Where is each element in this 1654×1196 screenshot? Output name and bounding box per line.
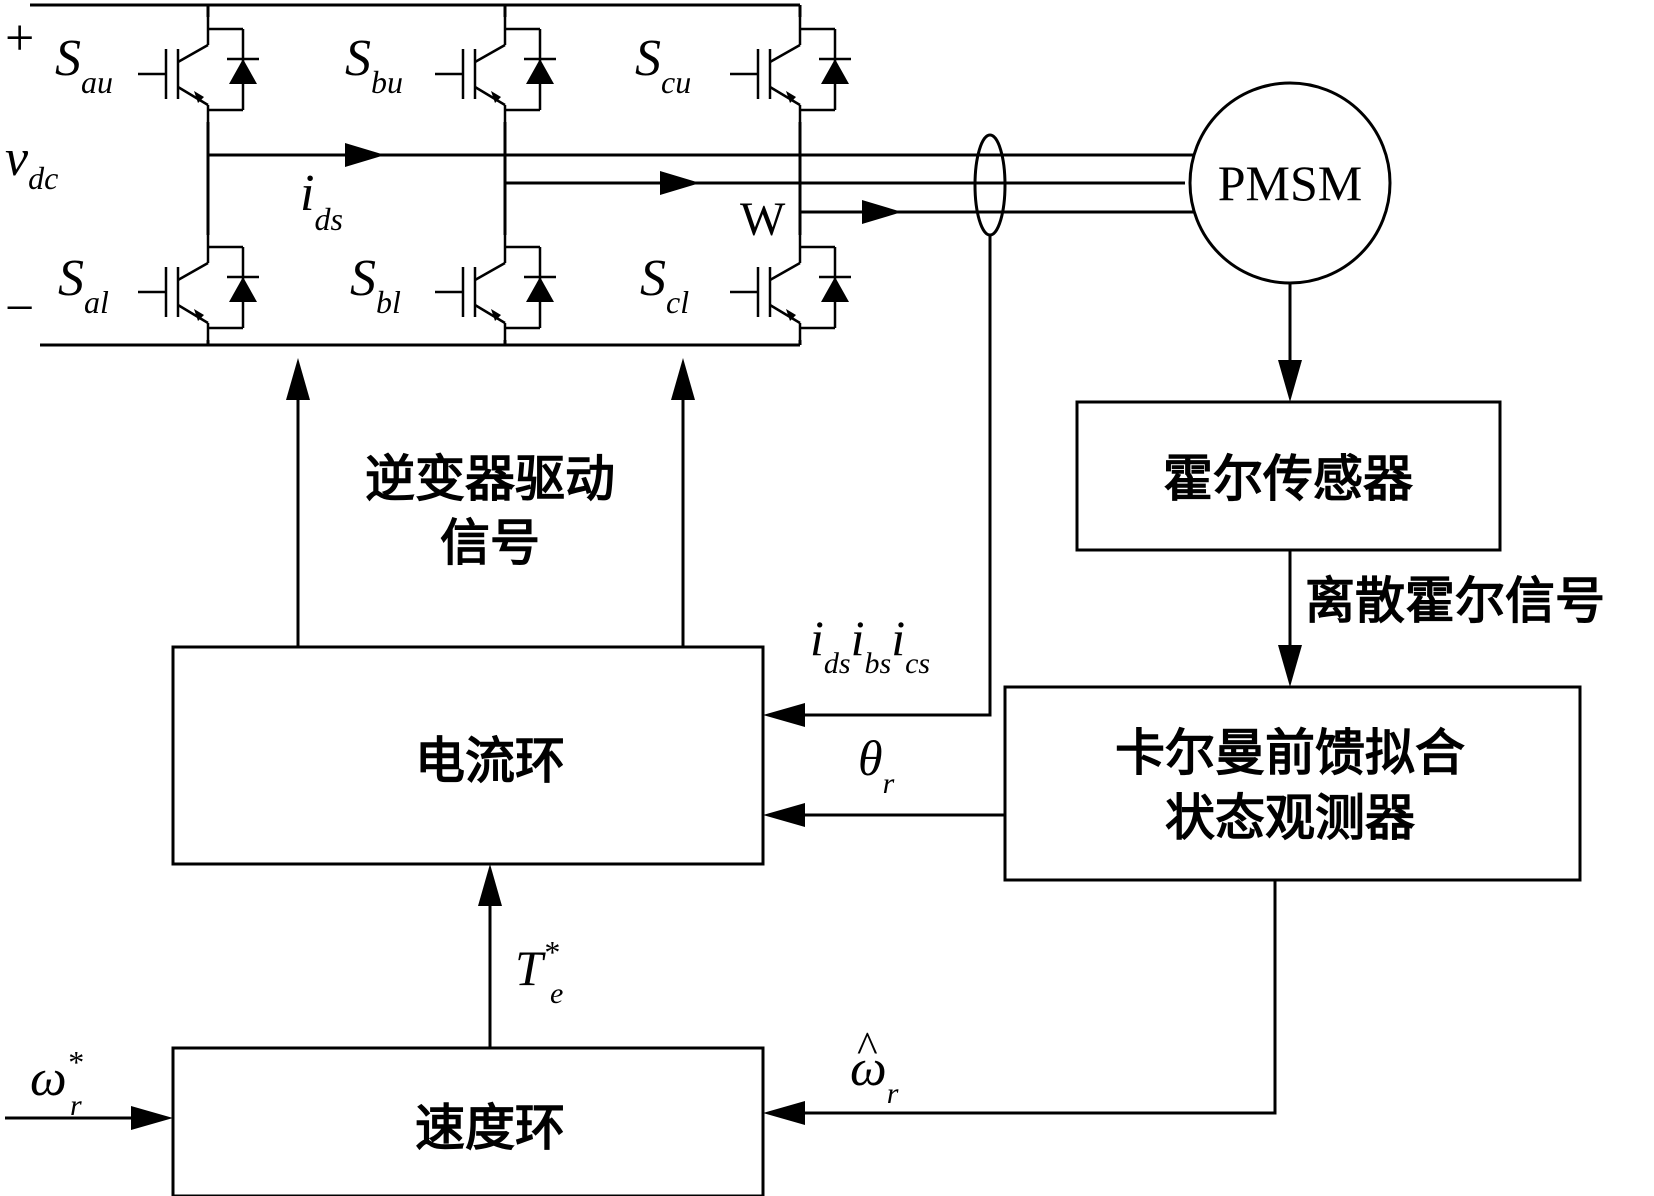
drive-signal-label-line1: 逆变器驱动 [365,450,615,508]
switch-cl [728,233,853,342]
switch-bl-label: Sbl [350,250,401,320]
phase-b-arrow [660,171,700,195]
switch-cu [728,15,853,124]
phase-w-label: W [740,193,786,246]
phase-a-arrow [345,143,385,167]
switch-al [136,233,261,342]
inverter: + − vdc Sau Sbu Scu Sal Sbl Scl ids W [5,3,1195,347]
switch-bu-label: Sbu [345,30,403,100]
drive-arrow-right [671,358,695,400]
speed-ref-label: ω*r [30,1044,83,1122]
speed-estimate-hat: ^ [857,1023,878,1072]
current-feedback-label: idsibsics [810,610,930,680]
theta-label: θr [858,730,895,800]
hall-sensor-label: 霍尔传感器 [1163,450,1414,508]
dc-minus-label: − [5,280,34,337]
drive-arrow-left [286,358,310,400]
observer-label-line1: 卡尔曼前馈拟合 [1115,724,1465,782]
dc-plus-label: + [5,10,34,67]
switch-bl [433,233,558,342]
pmsm-motor: PMSM [1188,81,1392,285]
vdc-label: vdc [5,130,58,196]
theta-arrow [763,803,805,827]
current-loop-label: 电流环 [415,732,565,790]
torque-ref-label: T*e [515,934,563,1010]
switch-cu-label: Scu [635,30,691,100]
switch-au-label: Sau [55,30,113,100]
phase-c-arrow [862,200,902,224]
motor-to-hall-arrow [1278,360,1302,402]
speed-loop-block: 速度环 [171,1046,765,1196]
hall-sensor-block: 霍尔传感器 [1075,400,1502,552]
switch-al-label: Sal [58,250,109,320]
speed-estimate-arrow [763,1101,805,1125]
current-loop-block: 电流环 [171,645,765,866]
switch-bu [433,15,558,124]
switch-au [136,15,261,124]
speed-loop-label: 速度环 [415,1099,565,1157]
observer-label-line2: 状态观测器 [1165,789,1416,847]
discrete-hall-signal-label: 离散霍尔信号 [1305,572,1605,630]
switch-cl-label: Scl [640,250,689,320]
torque-ref-arrow [478,864,502,906]
speed-ref-arrow [131,1106,173,1130]
kalman-observer-block: 卡尔曼前馈拟合 状态观测器 [1003,685,1582,882]
motor-label: PMSM [1218,155,1363,211]
speed-estimate-label: ωr [850,1040,899,1110]
drive-signal-label-line2: 信号 [440,514,540,572]
current-feedback-arrow [763,703,805,727]
phase-current-label: ids [300,165,343,237]
hall-to-observer-arrow [1278,645,1302,687]
current-sensor-ring [973,133,1007,237]
